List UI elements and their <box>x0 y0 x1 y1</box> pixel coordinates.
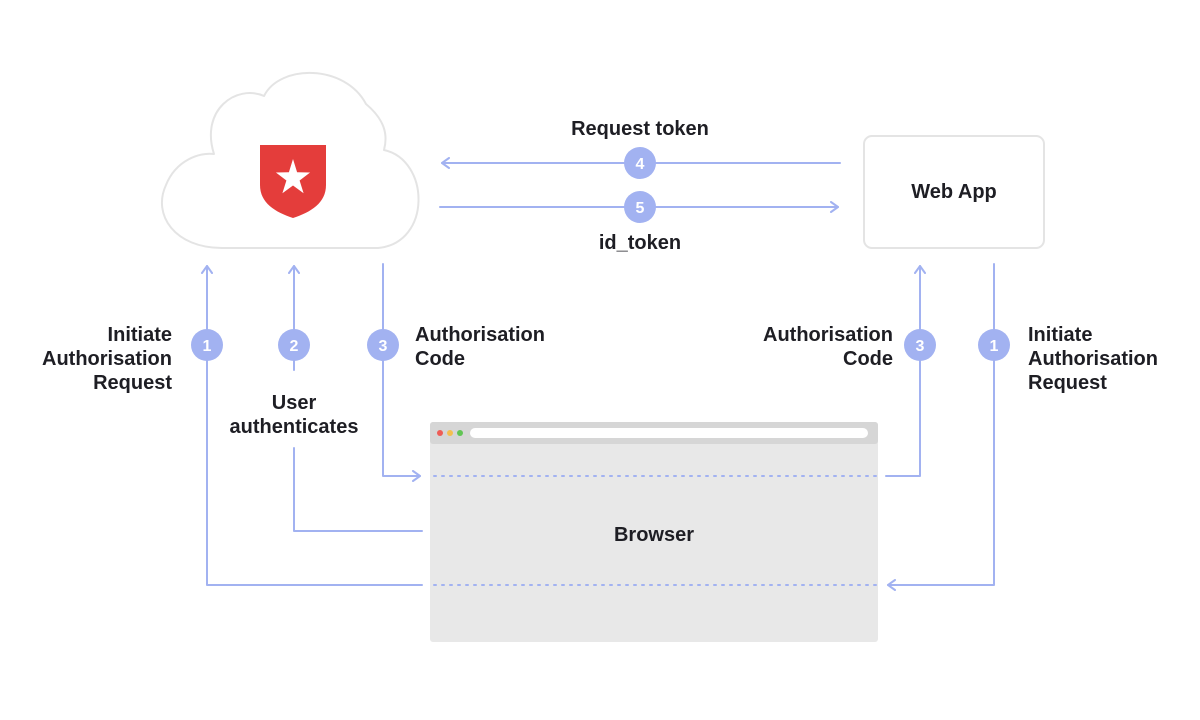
step-number-3-left: 3 <box>379 338 388 355</box>
label-right-initiate-line1: Initiate <box>1028 324 1093 346</box>
label-request-token: Request token <box>540 117 740 141</box>
browser-label-text: Browser <box>613 524 695 546</box>
label-right-initiate: Initiate Authorisation Request <box>1028 323 1193 395</box>
step-number-1-right: 1 <box>990 338 999 355</box>
label-user-authenticates-line1: User <box>271 392 317 414</box>
label-right-initiate-line3: Request <box>1028 372 1107 394</box>
arrow-right-initiate <box>887 263 995 591</box>
label-left-code-line2: Code <box>415 348 465 370</box>
step-badge-1-left: 1 <box>191 329 223 361</box>
step-badge-3-right: 3 <box>904 329 936 361</box>
step-number-5: 5 <box>636 200 645 217</box>
label-left-code: Authorisation Code <box>415 323 575 371</box>
label-left-initiate-line2: Authorisation <box>42 348 172 370</box>
label-right-code-line1: Authorisation <box>763 324 893 346</box>
browser-label: Browser <box>430 523 878 547</box>
step-badge-3-left: 3 <box>367 329 399 361</box>
label-right-code-line2: Code <box>843 348 893 370</box>
arrow-right-code <box>885 265 926 477</box>
label-user-authenticates: User authenticates <box>214 391 374 439</box>
auth0-logo-icon <box>260 145 326 218</box>
arrow-left-initiate <box>201 265 423 586</box>
step-number-2: 2 <box>290 338 299 355</box>
step-badge-1-right: 1 <box>978 329 1010 361</box>
web-app-label: Web App <box>864 180 1044 204</box>
label-id-token-text: id_token <box>598 232 682 254</box>
browser-address-bar <box>470 428 868 438</box>
step-badge-4: 4 <box>624 147 656 179</box>
label-id-token: id_token <box>540 231 740 255</box>
step-number-1-left: 1 <box>203 338 212 355</box>
step-badge-2: 2 <box>278 329 310 361</box>
window-close-dot-icon <box>437 430 443 436</box>
label-right-initiate-line2: Authorisation <box>1028 348 1158 370</box>
label-left-code-line1: Authorisation <box>415 324 545 346</box>
web-app-label-text: Web App <box>911 181 997 203</box>
step-number-3-right: 3 <box>916 338 925 355</box>
browser-window <box>430 422 878 642</box>
window-maximize-dot-icon <box>457 430 463 436</box>
window-minimize-dot-icon <box>447 430 453 436</box>
step-badge-5: 5 <box>624 191 656 223</box>
label-request-token-text: Request token <box>571 118 709 140</box>
label-user-authenticates-line2: authenticates <box>229 416 359 438</box>
label-left-initiate-line1: Initiate <box>107 324 172 346</box>
arrow-user-authenticates <box>293 447 423 532</box>
label-left-initiate-line3: Request <box>93 372 172 394</box>
step-number-4: 4 <box>636 156 645 173</box>
label-left-initiate: Initiate Authorisation Request <box>12 323 172 395</box>
label-right-code: Authorisation Code <box>733 323 893 371</box>
web-app-box <box>863 135 1045 249</box>
